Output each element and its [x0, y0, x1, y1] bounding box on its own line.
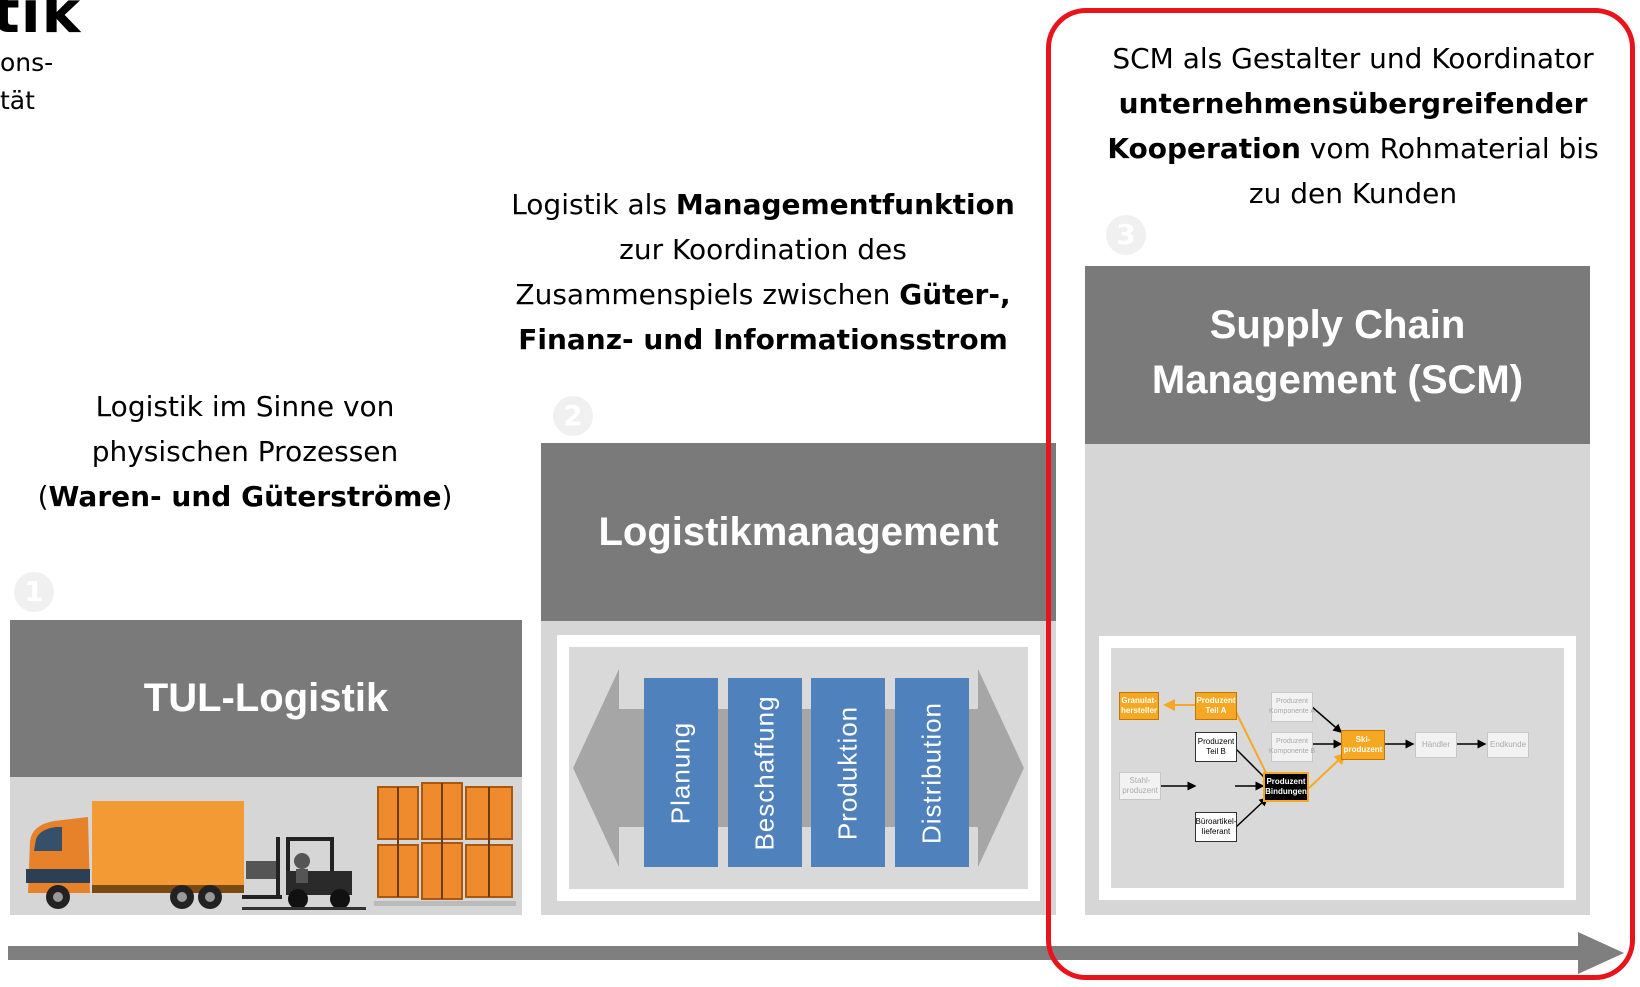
stage3-desc-line3-b: vom Rohmaterial bis — [1300, 132, 1599, 165]
node-produzent-teil-b-label: Produzent Teil B — [1197, 737, 1235, 756]
node-bueroartikellieferant-label: Büroartikel- lieferant — [1195, 817, 1237, 836]
stage3-panel: Granulat- hersteller Produzent Teil A Pr… — [1085, 444, 1590, 915]
stage3-title-bar: Supply Chain Management (SCM) — [1085, 266, 1590, 444]
node-bueroartikellieferant: Büroartikel- lieferant — [1195, 812, 1237, 842]
stage3-number-badge: 3 — [1106, 215, 1146, 255]
node-granulathersteller: Granulat- hersteller — [1119, 692, 1159, 720]
node-endkunde-label: Endkunde — [1489, 740, 1527, 749]
stage3-desc-line3-bold: Kooperation — [1107, 132, 1301, 165]
node-granulathersteller-label: Granulat- hersteller — [1120, 696, 1158, 715]
phase-beschaffung-label: Beschaffung — [749, 694, 780, 851]
stage1-title-bar: TUL-Logistik — [10, 620, 522, 777]
stage1-desc-line2: physischen Prozessen — [91, 435, 399, 468]
phase-distribution: Distribution — [895, 678, 969, 867]
stage2-desc-line3: Zusammenspiels zwischen Güter-, — [488, 272, 1038, 317]
stage1-number-badge: 1 — [14, 572, 54, 612]
stage2-desc-line3-bold: Güter-, — [899, 278, 1011, 311]
node-haendler-label: Händler — [1421, 740, 1450, 749]
node-produzent-teil-a-label: Produzent Teil A — [1196, 696, 1236, 715]
stage2-desc-line1-bold: Managementfunktion — [675, 188, 1015, 221]
stage3-desc-line3: Kooperation vom Rohmaterial bis — [1078, 126, 1628, 171]
node-produzent-bindungen: Produzent Bindungen — [1263, 772, 1309, 802]
phase-planung: Planung — [644, 678, 718, 867]
node-produzent-teil-b: Produzent Teil B — [1195, 732, 1237, 762]
stage2-panel: Planung Beschaffung Produktion Distribut… — [541, 621, 1056, 915]
timeline-arrow-icon — [8, 932, 1624, 974]
crates-icon — [374, 782, 516, 906]
truck-icon — [26, 801, 244, 909]
node-produzent-komponente-a-label: Produzent Komponente A — [1269, 698, 1315, 715]
phase-produktion-label: Produktion — [832, 705, 863, 840]
node-skiproduzent: Ski- produzent — [1341, 730, 1385, 760]
stage1-title: TUL-Logistik — [143, 676, 389, 720]
node-produzent-teil-a: Produzent Teil A — [1195, 692, 1237, 720]
forklift-icon — [242, 837, 366, 910]
node-produzent-bindungen-label: Produzent Bindungen — [1265, 777, 1307, 796]
stage2-desc-line1-a: Logistik als — [511, 188, 676, 221]
stage3-desc-line2: unternehmensübergreifender — [1078, 81, 1628, 126]
stage1-desc-line1: Logistik im Sinne von — [95, 390, 395, 423]
stage3-network: Granulat- hersteller Produzent Teil A Pr… — [1111, 648, 1564, 888]
network-arrows — [1159, 699, 1487, 829]
node-produzent-komponente-b-label: Produzent Komponente B — [1268, 738, 1316, 755]
header-text-line1: ons- — [0, 48, 54, 77]
stage3-desc-line1: SCM als Gestalter und Koordinator — [1112, 42, 1594, 75]
stage2-desc-line4: Finanz- und Informationsstrom — [488, 317, 1038, 362]
stage1-description: Logistik im Sinne von physischen Prozess… — [30, 384, 460, 519]
header-text-line2: tät — [0, 86, 35, 115]
node-stahlproduzent: Stahl- produzent — [1119, 772, 1161, 800]
page-title-fragment: tik — [0, 0, 82, 46]
node-haendler: Händler — [1415, 732, 1457, 758]
phase-produktion: Produktion — [811, 678, 885, 867]
node-endkunde: Endkunde — [1487, 732, 1529, 758]
stage2-desc-line4-bold: Finanz- und Informationsstrom — [518, 323, 1008, 356]
stage2-desc-line3-a: Zusammenspiels zwischen — [515, 278, 900, 311]
stage1-desc-line3: (Waren- und Güterströme) — [30, 474, 460, 519]
stage1-desc-bold: Waren- und Güterströme — [48, 480, 442, 513]
node-skiproduzent-label: Ski- produzent — [1343, 735, 1383, 754]
phase-planung-label: Planung — [665, 721, 696, 824]
node-produzent-komponente-a: Produzent Komponente A — [1269, 692, 1315, 722]
stage3-title-line2: Management (SCM) — [1151, 358, 1524, 402]
stage2-title-bar: Logistikmanagement — [541, 443, 1056, 621]
phase-distribution-label: Distribution — [916, 701, 947, 844]
stage2-number-badge: 2 — [553, 396, 593, 436]
stage2-desc-line2: zur Koordination des — [619, 233, 907, 266]
stage1-desc-paren-open: ( — [37, 480, 49, 513]
stage1-image-panel — [10, 777, 522, 915]
stage3-desc-line4: zu den Kunden — [1248, 177, 1458, 210]
stage3-desc-line2-bold: unternehmensübergreifender — [1118, 87, 1588, 120]
stage1-desc-paren-close: ) — [441, 480, 453, 513]
stage3-title-line1: Supply Chain — [1209, 303, 1466, 347]
node-produzent-komponente-b: Produzent Komponente B — [1268, 732, 1316, 762]
phase-beschaffung: Beschaffung — [728, 678, 802, 867]
stage2-title: Logistikmanagement — [598, 510, 999, 554]
stage3-frame: Granulat- hersteller Produzent Teil A Pr… — [1099, 636, 1576, 900]
stage2-desc-line1: Logistik als Managementfunktion — [488, 182, 1038, 227]
node-stahlproduzent-label: Stahl- produzent — [1122, 776, 1158, 795]
stage3-description: SCM als Gestalter und Koordinator untern… — [1078, 36, 1628, 216]
stage2-description: Logistik als Managementfunktion zur Koor… — [488, 182, 1038, 362]
